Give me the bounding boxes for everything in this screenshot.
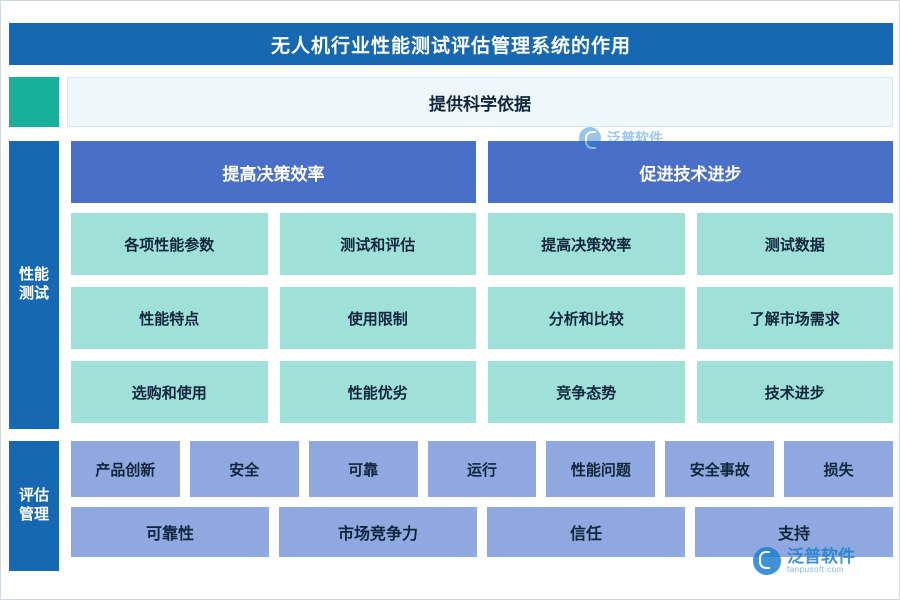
header-box-technology-progress: 促进技术进步 — [488, 141, 893, 203]
evaluation-chip: 安全事故 — [665, 441, 775, 497]
basis-row: 提供科学依据 — [9, 77, 893, 127]
grid-cell: 测试数据 — [696, 213, 893, 275]
side-label-performance: 性能 测试 — [9, 141, 59, 429]
grid-cell: 性能特点 — [71, 287, 268, 349]
evaluation-chip: 市场竞争力 — [279, 507, 477, 557]
evaluation-section: 产品创新 安全 可靠 运行 性能问题 安全事故 损失 可靠性 市场竞争力 信任 … — [71, 441, 894, 571]
basis-band-label: 提供科学依据 — [67, 77, 893, 127]
grid-row: 性能特点 使用限制 分析和比较 了解市场需求 — [71, 287, 893, 349]
side-label-performance-line1: 性能 — [18, 266, 49, 284]
page-title: 无人机行业性能测试评估管理系统的作用 — [9, 23, 893, 65]
grid-cell: 性能优劣 — [279, 361, 476, 423]
side-label-evaluation: 评估 管理 — [9, 441, 59, 571]
teal-accent-chip — [9, 77, 59, 127]
evaluation-chip: 信任 — [487, 507, 685, 557]
evaluation-top-row: 产品创新 安全 可靠 运行 性能问题 安全事故 损失 — [71, 441, 894, 497]
evaluation-chip: 产品创新 — [71, 441, 180, 497]
grid-row: 选购和使用 性能优劣 竞争态势 技术进步 — [71, 361, 893, 423]
evaluation-chip: 损失 — [784, 441, 894, 497]
evaluation-chip: 安全 — [189, 441, 299, 497]
side-label-evaluation-line1: 评估 — [18, 487, 49, 505]
performance-header-row: 提高决策效率 促进技术进步 — [71, 141, 893, 203]
side-label-evaluation-line2: 管理 — [18, 506, 49, 523]
grid-cell: 提高决策效率 — [488, 213, 685, 275]
evaluation-chip: 支持 — [695, 507, 893, 557]
grid-row: 各项性能参数 测试和评估 提高决策效率 测试数据 — [71, 213, 893, 275]
side-label-performance-line2: 测试 — [18, 285, 49, 302]
performance-section: 提高决策效率 促进技术进步 各项性能参数 测试和评估 提高决策效率 测试数据 性… — [71, 141, 893, 429]
evaluation-chip: 可靠性 — [71, 507, 269, 557]
grid-cell: 竞争态势 — [488, 361, 685, 423]
evaluation-chip: 运行 — [427, 441, 537, 497]
grid-cell: 各项性能参数 — [71, 213, 268, 275]
evaluation-chip: 可靠 — [308, 441, 418, 497]
header-box-decision-efficiency: 提高决策效率 — [71, 141, 476, 203]
evaluation-chip: 性能问题 — [546, 441, 656, 497]
performance-grid: 各项性能参数 测试和评估 提高决策效率 测试数据 性能特点 使用限制 分析和比较… — [71, 213, 893, 435]
grid-cell: 测试和评估 — [279, 213, 476, 275]
grid-cell: 分析和比较 — [488, 287, 685, 349]
grid-cell: 了解市场需求 — [696, 287, 893, 349]
grid-cell: 使用限制 — [279, 287, 476, 349]
grid-cell: 选购和使用 — [71, 361, 268, 423]
evaluation-bottom-row: 可靠性 市场竞争力 信任 支持 — [71, 507, 893, 557]
grid-cell: 技术进步 — [696, 361, 893, 423]
